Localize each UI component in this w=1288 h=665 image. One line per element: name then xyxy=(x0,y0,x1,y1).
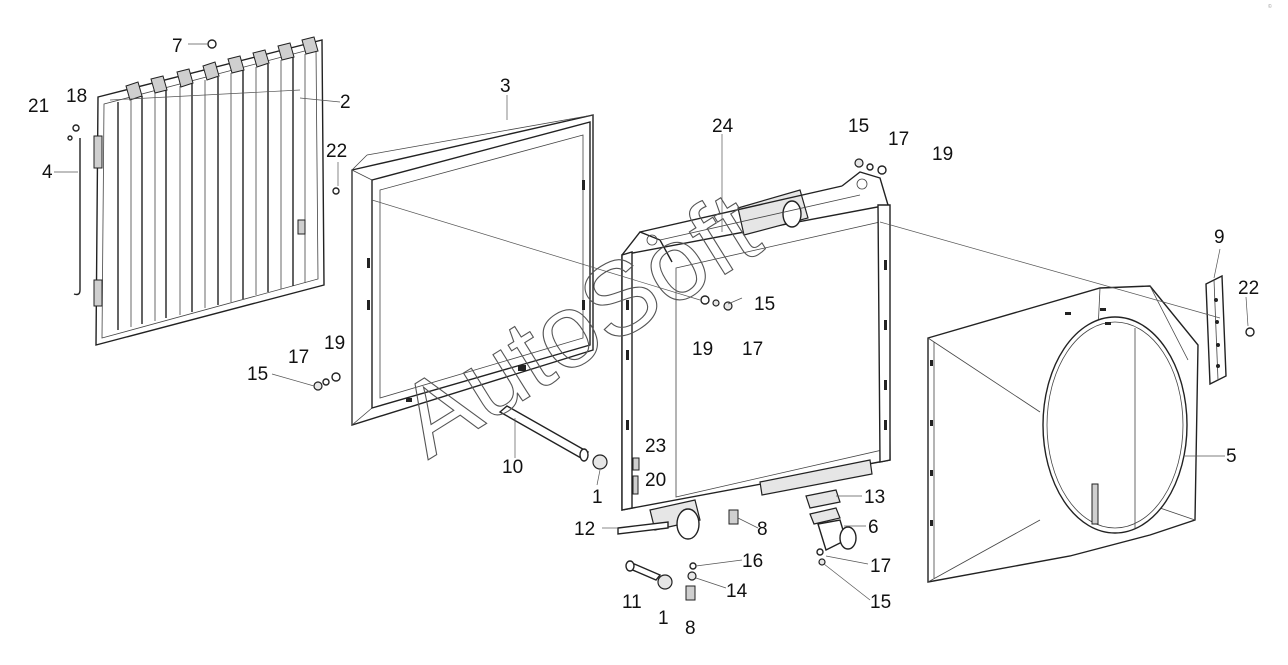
label-12: 12 xyxy=(574,519,595,540)
label-1-lower: 1 xyxy=(658,608,669,629)
label-1-upper: 1 xyxy=(592,487,603,508)
label-4: 4 xyxy=(42,162,53,183)
label-10: 10 xyxy=(502,457,523,478)
corner-mark: © xyxy=(1268,3,1272,10)
frame-3 xyxy=(351,114,594,426)
hose-10 xyxy=(498,405,590,462)
shutter-louvre xyxy=(73,36,325,346)
label-17-left: 17 xyxy=(288,347,309,368)
label-2: 2 xyxy=(340,92,351,113)
label-17-mid: 17 xyxy=(742,339,763,360)
washers xyxy=(67,39,1255,581)
label-15-left: 15 xyxy=(247,364,268,385)
radiator-core xyxy=(621,171,891,540)
alignment-lines xyxy=(109,89,1221,319)
label-19-mid: 19 xyxy=(692,339,713,360)
label-22-left: 22 xyxy=(326,141,347,162)
label-15-bottom: 15 xyxy=(870,592,891,613)
strip-12 xyxy=(617,521,669,535)
label-15-mid: 15 xyxy=(754,294,775,315)
label-22-right: 22 xyxy=(1238,278,1259,299)
label-7: 7 xyxy=(172,36,183,57)
label-18: 18 xyxy=(66,86,87,107)
label-17-top: 17 xyxy=(888,129,909,150)
label-21: 21 xyxy=(28,96,49,117)
label-9: 9 xyxy=(1214,227,1225,248)
label-16: 16 xyxy=(742,551,763,572)
label-19-top: 19 xyxy=(932,144,953,165)
label-13: 13 xyxy=(864,487,885,508)
tees-8 xyxy=(685,509,739,601)
part-labels: 7 2 21 18 4 3 22 24 15 17 19 9 22 15 19 … xyxy=(28,36,1259,639)
label-8-upper: 8 xyxy=(757,519,768,540)
fitting-6 xyxy=(809,507,857,551)
label-11: 11 xyxy=(622,592,642,613)
hose-11 xyxy=(625,560,662,581)
label-15-top: 15 xyxy=(848,116,869,137)
flange-13 xyxy=(805,489,841,509)
label-19-left: 19 xyxy=(324,333,345,354)
label-3: 3 xyxy=(500,76,511,97)
bracket-9 xyxy=(1205,274,1227,386)
leader-lines xyxy=(54,43,1249,601)
label-20: 20 xyxy=(645,470,666,491)
label-5: 5 xyxy=(1226,446,1237,467)
label-24: 24 xyxy=(712,116,734,137)
bolts-20-23 xyxy=(632,457,640,495)
label-8-lower: 8 xyxy=(685,618,696,639)
fan-shroud xyxy=(927,285,1199,583)
label-23: 23 xyxy=(645,436,666,457)
label-17-bottom: 17 xyxy=(870,556,891,577)
clamps-1 xyxy=(592,454,673,590)
label-6: 6 xyxy=(868,517,879,538)
label-14: 14 xyxy=(726,581,748,602)
